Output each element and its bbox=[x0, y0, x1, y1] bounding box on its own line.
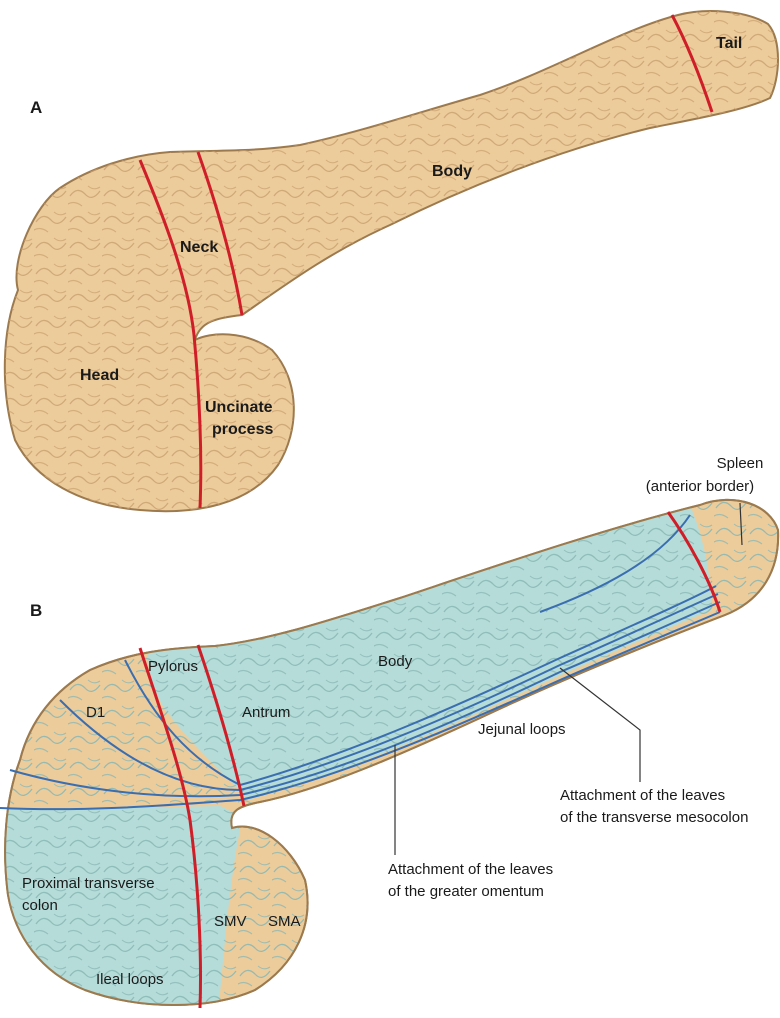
mesocolon-leader-line bbox=[560, 668, 640, 782]
panel-b-label: B bbox=[30, 601, 42, 620]
label-tail: Tail bbox=[716, 35, 742, 52]
label-antrum: Antrum bbox=[242, 704, 290, 721]
label-pylorus: Pylorus bbox=[148, 658, 198, 675]
label-head: Head bbox=[80, 367, 119, 384]
label-colon-line1: Proximal transverse bbox=[22, 875, 155, 892]
label-mesocolon-line2: of the transverse mesocolon bbox=[560, 809, 748, 826]
label-uncinate-line1: Uncinate bbox=[205, 399, 273, 416]
pancreas-panel-b bbox=[0, 500, 778, 1015]
label-mesocolon-line1: Attachment of the leaves bbox=[560, 787, 725, 804]
label-colon-line2: colon bbox=[22, 897, 58, 914]
label-smv: SMV bbox=[214, 913, 247, 930]
label-spleen-line2: (anterior border) bbox=[646, 478, 754, 495]
label-ileal-loops: Ileal loops bbox=[96, 971, 164, 988]
pancreas-panel-a bbox=[5, 11, 778, 511]
label-body-b: Body bbox=[378, 653, 413, 670]
label-neck: Neck bbox=[180, 239, 218, 256]
label-omentum-line1: Attachment of the leaves bbox=[388, 861, 553, 878]
panel-a-label: A bbox=[30, 98, 42, 117]
label-jejunal-loops: Jejunal loops bbox=[478, 721, 566, 738]
label-body-a: Body bbox=[432, 163, 472, 180]
label-uncinate-line2: process bbox=[212, 421, 273, 438]
label-d1: D1 bbox=[86, 704, 105, 721]
label-omentum-line2: of the greater omentum bbox=[388, 883, 544, 900]
label-spleen-line1: Spleen bbox=[717, 455, 764, 472]
label-sma: SMA bbox=[268, 913, 301, 930]
